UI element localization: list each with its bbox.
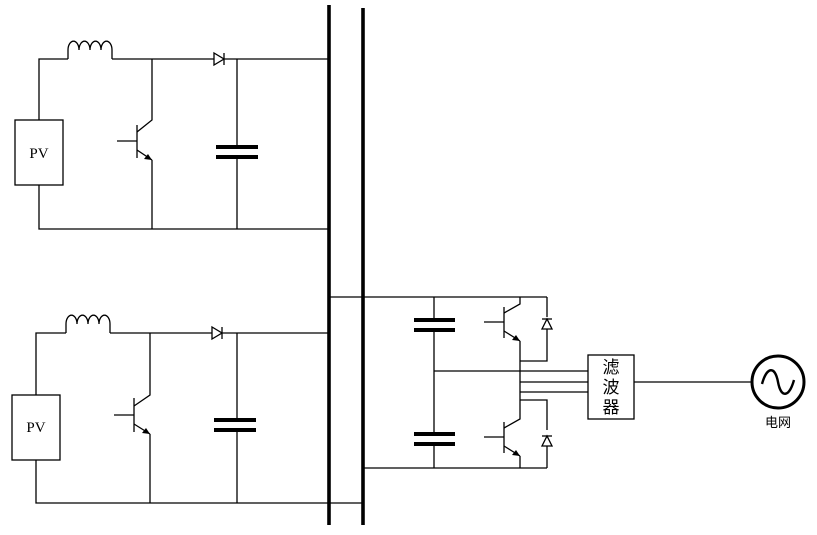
transistor-bottom	[114, 398, 151, 435]
wire	[35, 332, 66, 395]
diode-lower	[540, 434, 554, 447]
wire	[136, 59, 153, 133]
filter-label-char-1: 滤	[603, 358, 620, 378]
igbt-lower	[484, 422, 521, 457]
diode-upper	[540, 317, 554, 330]
pv-panel-top	[14, 119, 64, 186]
wire	[133, 333, 151, 407]
igbt-upper	[484, 307, 521, 342]
pv-label-top: PV	[29, 146, 48, 162]
wire	[503, 297, 521, 314]
wire	[38, 58, 68, 120]
capacitor-bottom	[214, 397, 256, 455]
capacitor-dc-link-bottom	[414, 432, 455, 446]
grid-source	[750, 354, 806, 410]
filter-block: 滤 波 器	[587, 354, 635, 420]
boost-converter-bottom: PV	[11, 314, 363, 504]
grid-label: 电网	[765, 416, 791, 431]
inverter	[329, 296, 588, 469]
boost-converter-top: PV	[14, 40, 329, 230]
capacitor-dc-link-top	[414, 318, 455, 332]
sine-wave-icon	[760, 369, 796, 395]
inductor-top	[67, 40, 113, 59]
diode-bottom	[211, 325, 224, 341]
filter-label-char-3: 器	[603, 398, 620, 418]
wire	[503, 400, 521, 429]
capacitor-top	[216, 122, 258, 180]
wire	[38, 185, 329, 230]
transistor-top	[117, 125, 153, 161]
wire	[520, 329, 548, 362]
wire	[35, 460, 329, 504]
filter-label-char-2: 波	[603, 378, 620, 398]
pv-label-bottom: PV	[26, 420, 45, 436]
wire	[520, 399, 548, 430]
inductor-bottom	[65, 314, 111, 333]
diode-top	[213, 51, 226, 67]
